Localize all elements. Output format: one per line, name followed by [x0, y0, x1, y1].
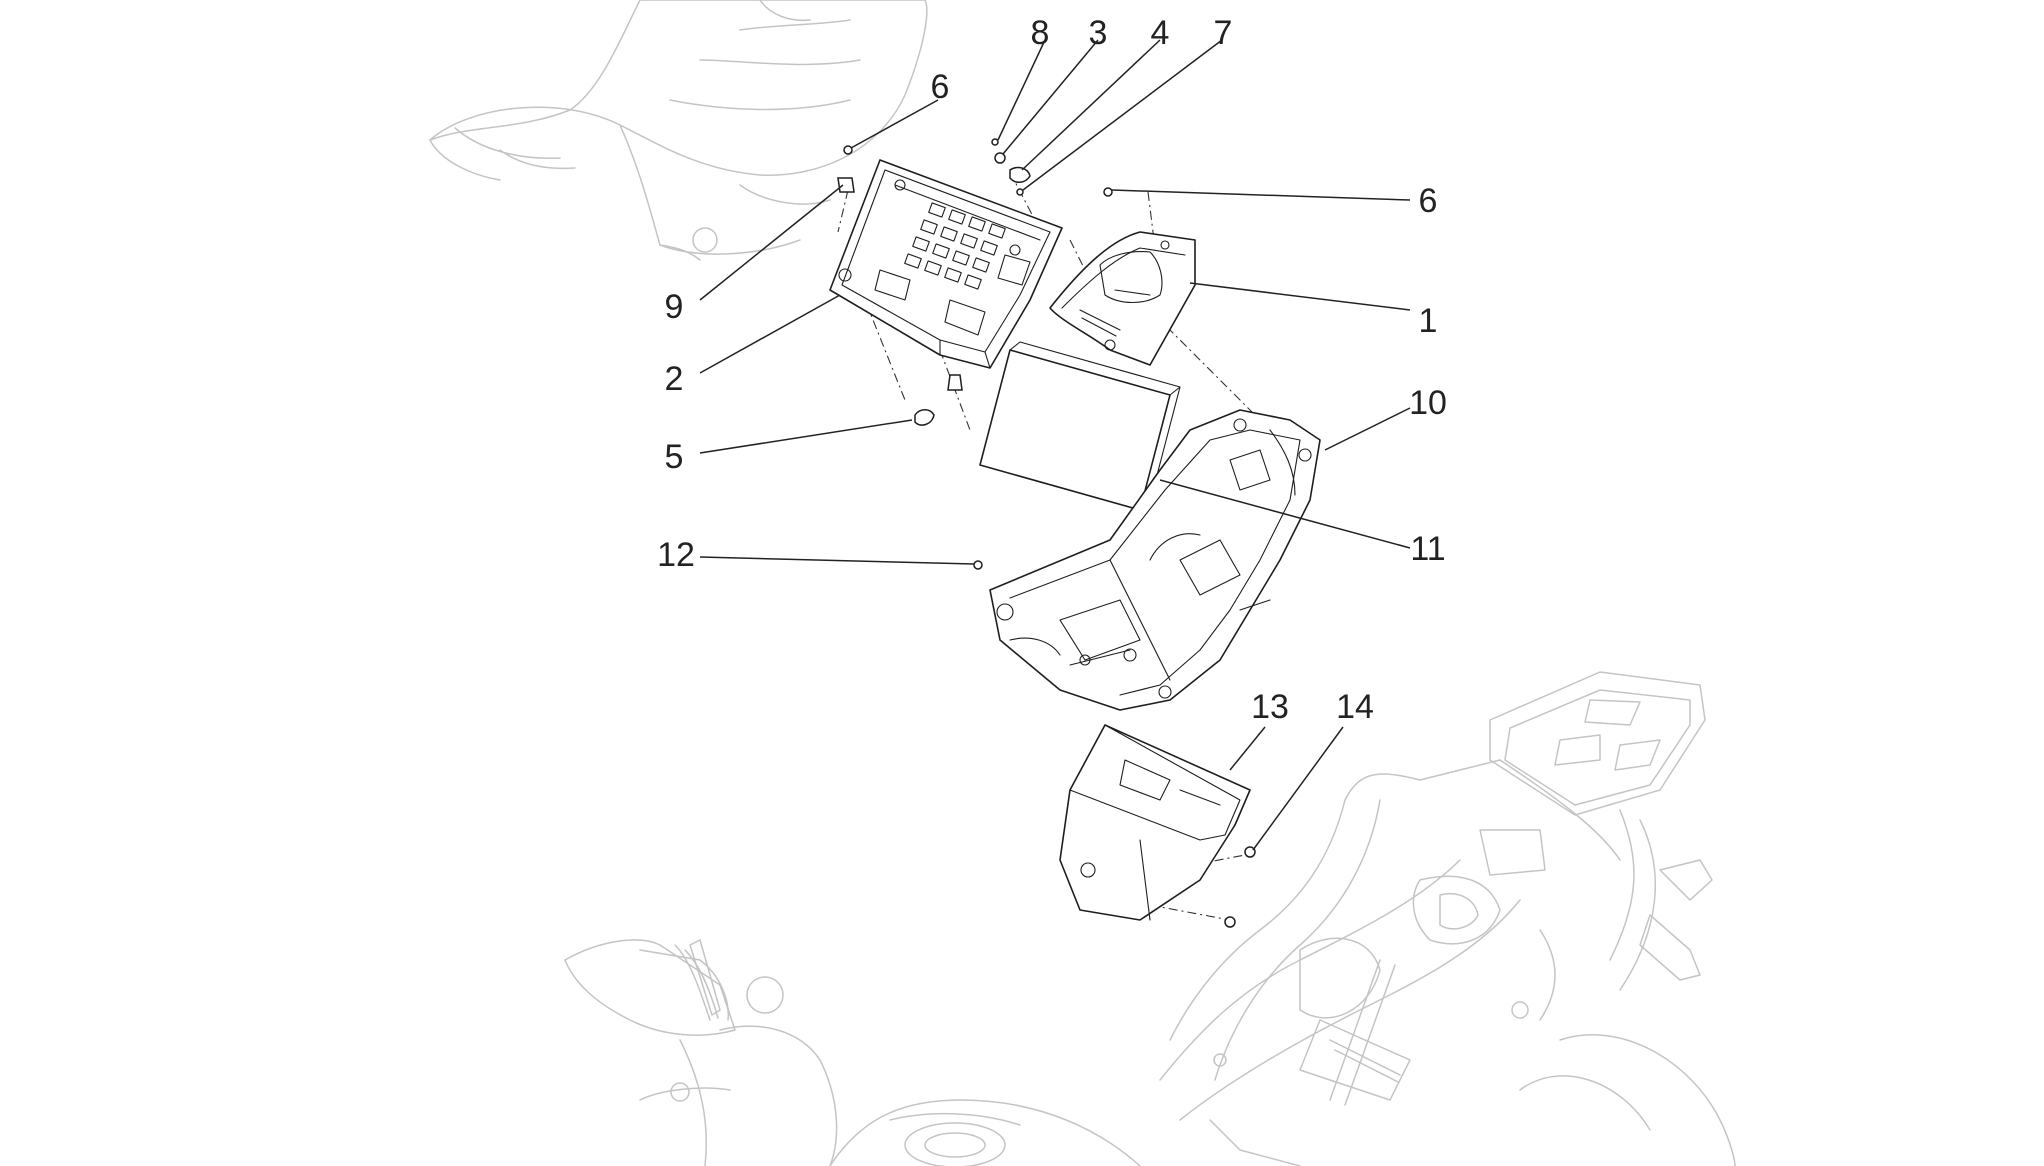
motorcycle-rear-frame-context — [1159, 671, 1736, 1166]
callout-12: 12 — [657, 536, 695, 574]
callout-11: 11 — [1410, 530, 1445, 568]
grommet-5a — [947, 374, 963, 391]
callout-labels: 8 3 4 7 6 6 9 1 2 10 5 11 12 13 14 — [657, 14, 1447, 726]
callout-13: 13 — [1251, 688, 1289, 726]
callout-9: 9 — [665, 288, 684, 326]
bracket-4 — [1009, 166, 1031, 183]
callout-8: 8 — [1031, 14, 1050, 52]
part-13-lower-cover — [1059, 724, 1251, 921]
callout-6b: 6 — [1419, 182, 1438, 220]
callout-2: 2 — [665, 360, 684, 398]
fuse-grid — [904, 202, 1006, 290]
part-10-battery-box — [989, 409, 1321, 711]
washer-7 — [1016, 188, 1024, 196]
screw-6b — [1103, 187, 1113, 197]
screw-12 — [973, 560, 983, 570]
leader-lines — [699, 39, 1411, 851]
part-2-fuse-tray — [829, 159, 1063, 369]
callout-10: 10 — [1409, 384, 1447, 422]
screw-8 — [991, 138, 999, 146]
callout-5: 5 — [665, 438, 684, 476]
grommet-5b — [914, 409, 935, 426]
motorcycle-seat-context — [429, 0, 928, 261]
callout-6a: 6 — [931, 68, 950, 106]
callout-14: 14 — [1336, 688, 1374, 726]
callout-1: 1 — [1419, 302, 1438, 340]
clip-9 — [837, 177, 855, 193]
motorcycle-handlebar-tank-context — [564, 939, 1141, 1166]
washer-3 — [994, 152, 1006, 164]
part-1-cover — [1049, 231, 1196, 366]
screw-6a — [843, 145, 853, 155]
callout-7: 7 — [1214, 14, 1233, 52]
callout-3: 3 — [1089, 14, 1108, 52]
callout-4: 4 — [1151, 14, 1170, 52]
screw-14b — [1224, 916, 1236, 928]
